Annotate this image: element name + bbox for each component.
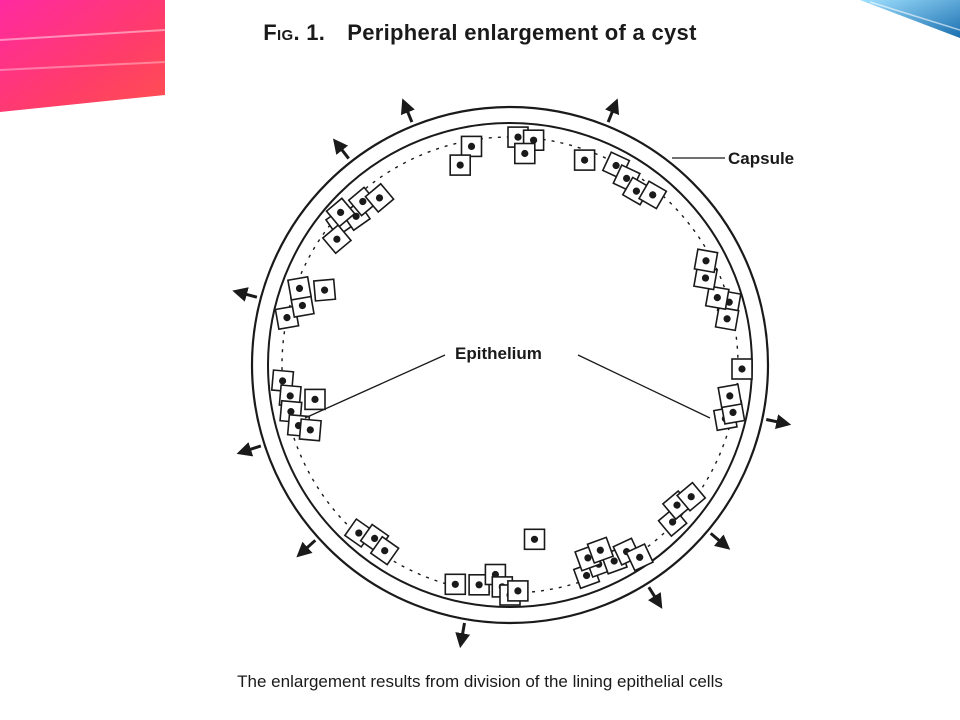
figure-title: Fig. 1. Peripheral enlargement of a cyst bbox=[0, 20, 960, 46]
epithelial-cell bbox=[507, 580, 529, 602]
figure-number: Fig. 1. bbox=[263, 20, 326, 45]
epithelial-cell bbox=[312, 278, 337, 302]
epithelial-cell bbox=[304, 388, 326, 411]
epithelial-cell bbox=[704, 285, 730, 311]
cell-nucleus bbox=[371, 534, 379, 543]
cell-nucleus bbox=[359, 197, 367, 206]
cell-nucleus bbox=[530, 535, 539, 543]
epithelial-cell bbox=[286, 275, 313, 301]
cell-nucleus bbox=[584, 554, 592, 562]
cell-nucleus bbox=[612, 161, 620, 170]
cell-nucleus bbox=[723, 315, 731, 323]
epithelial-cells bbox=[270, 126, 753, 606]
epithelial-cell bbox=[573, 149, 596, 171]
epithelium-leader-right bbox=[577, 354, 711, 419]
cell-nucleus bbox=[514, 133, 522, 141]
expansion-arrow bbox=[765, 414, 792, 429]
cell-nucleus bbox=[355, 529, 363, 537]
cell-nucleus bbox=[702, 257, 710, 265]
cell-nucleus bbox=[636, 553, 644, 561]
capsule-label: Capsule bbox=[728, 149, 794, 168]
cell-nucleus bbox=[701, 274, 710, 282]
expansion-arrow bbox=[296, 539, 317, 558]
cell-nucleus bbox=[649, 191, 657, 199]
cell-nucleus bbox=[456, 161, 464, 169]
cell-nucleus bbox=[283, 314, 291, 322]
decorative-corner-left bbox=[0, 0, 165, 112]
epithelium-leader-left bbox=[304, 354, 446, 419]
capsule-outer-ring bbox=[250, 105, 770, 625]
epithelial-cell bbox=[693, 248, 719, 274]
epithelial-cell bbox=[625, 542, 655, 572]
expansion-arrow bbox=[605, 98, 620, 123]
epithelial-cell bbox=[717, 383, 743, 409]
cell-nucleus bbox=[286, 392, 294, 400]
capsule-inner-ring bbox=[267, 122, 753, 608]
cell-nucleus bbox=[451, 580, 459, 588]
cell-nucleus bbox=[738, 365, 746, 373]
cell-nucleus bbox=[514, 587, 522, 595]
cell-nucleus bbox=[295, 284, 304, 292]
cell-nucleus bbox=[610, 557, 618, 565]
cell-nucleus bbox=[726, 392, 734, 400]
figure-title-text: Peripheral enlargement of a cyst bbox=[347, 20, 697, 45]
epithelial-cell bbox=[298, 418, 323, 442]
expansion-arrows bbox=[232, 98, 792, 649]
cell-nucleus bbox=[287, 408, 295, 416]
cell-nucleus bbox=[582, 571, 591, 580]
cell-nucleus bbox=[375, 194, 384, 202]
cell-nucleus bbox=[713, 294, 721, 302]
epithelial-cell bbox=[637, 180, 668, 210]
epithelial-cell bbox=[369, 535, 400, 566]
epithelial-cell bbox=[321, 223, 353, 255]
expansion-arrow bbox=[647, 586, 663, 609]
cell-nucleus bbox=[521, 149, 529, 158]
cell-nucleus bbox=[298, 301, 306, 310]
epithelial-cell bbox=[468, 573, 490, 596]
cell-nucleus bbox=[306, 426, 314, 434]
cell-nucleus bbox=[321, 286, 329, 294]
expansion-arrow bbox=[455, 622, 471, 649]
expansion-arrow bbox=[400, 98, 415, 123]
cell-nucleus bbox=[337, 208, 345, 216]
cell-nucleus bbox=[687, 493, 695, 501]
epithelial-cell bbox=[460, 135, 483, 158]
cell-nucleus bbox=[530, 136, 538, 144]
cell-nucleus bbox=[622, 174, 631, 182]
cell-nucleus bbox=[668, 518, 677, 526]
epithelial-cell bbox=[513, 142, 536, 165]
expansion-arrow bbox=[709, 532, 731, 550]
cell-nucleus bbox=[581, 156, 589, 164]
cell-nucleus bbox=[632, 187, 641, 195]
epithelial-cell bbox=[731, 358, 753, 380]
cell-nucleus bbox=[381, 547, 389, 555]
epithelial-cell bbox=[714, 306, 740, 332]
cell-nucleus bbox=[729, 408, 737, 416]
figure-caption: The enlargement results from division of… bbox=[237, 672, 723, 691]
expansion-arrow bbox=[232, 287, 258, 302]
expansion-arrow bbox=[236, 442, 262, 457]
cell-nucleus bbox=[475, 581, 483, 589]
epithelial-cell bbox=[523, 528, 546, 551]
epithelial-cell bbox=[325, 197, 356, 228]
cell-nucleus bbox=[673, 501, 681, 509]
epithelial-cell bbox=[675, 481, 707, 512]
cell-nucleus bbox=[333, 235, 341, 243]
expansion-arrow bbox=[332, 138, 350, 160]
epithelial-cell bbox=[449, 154, 472, 176]
cell-nucleus bbox=[279, 377, 287, 385]
epithelial-cell bbox=[364, 182, 395, 214]
epithelial-cell bbox=[444, 573, 467, 596]
epithelial-cell bbox=[586, 536, 615, 565]
decorative-corner-right bbox=[860, 0, 960, 38]
epithelium-label: Epithelium bbox=[455, 344, 542, 363]
cell-nucleus bbox=[596, 546, 604, 554]
cell-nucleus bbox=[311, 395, 319, 403]
cell-nucleus bbox=[467, 142, 476, 150]
